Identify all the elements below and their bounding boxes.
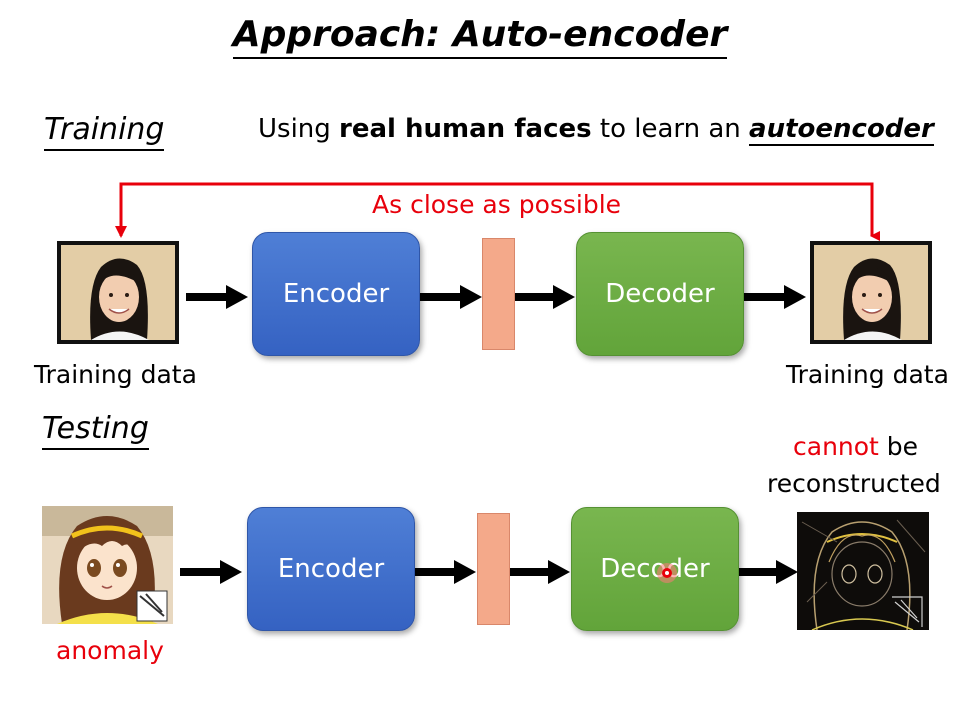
anomaly-image [42, 506, 173, 624]
edge-image [797, 512, 929, 630]
testing-decoder-label: Decoder [600, 554, 710, 584]
face-image [814, 245, 928, 340]
testing-encoder-block: Encoder [247, 507, 415, 631]
training-input-photo [57, 241, 179, 344]
training-decoder-block: Decoder [576, 232, 744, 356]
description-bold: real human faces [339, 114, 592, 144]
reconstruction-note-be: be [878, 432, 919, 461]
training-code-layer [482, 238, 515, 350]
training-input-caption: Training data [34, 360, 197, 389]
testing-label: Testing [42, 411, 149, 450]
reconstruction-note-line2: reconstructed [767, 469, 941, 498]
reconstruction-note-line1: cannot be [793, 432, 918, 461]
failed-reconstruction-image [797, 512, 929, 630]
description-middle: to learn an [591, 114, 750, 144]
reconstruction-note-cannot: cannot [793, 432, 879, 461]
description-prefix: Using [258, 114, 340, 144]
testing-decoder-block: Decoder [571, 507, 739, 631]
anime-face-image [42, 506, 173, 624]
training-description: Using real human faces to learn an autoe… [258, 114, 934, 146]
training-encoder-block: Encoder [252, 232, 420, 356]
testing-code-layer [477, 513, 510, 625]
face-image [61, 245, 175, 340]
training-label: Training [44, 112, 165, 151]
training-decoder-label: Decoder [605, 279, 715, 309]
slide-title: Approach: Auto-encoder [0, 14, 960, 59]
training-output-caption: Training data [786, 360, 949, 389]
training-encoder-label: Encoder [282, 279, 390, 309]
feedback-label: As close as possible [372, 190, 622, 219]
description-autoencoder: autoencoder [749, 114, 934, 146]
training-output-photo [810, 241, 932, 344]
anomaly-caption: anomaly [56, 636, 164, 665]
slide-title-text: Approach: Auto-encoder [232, 14, 728, 59]
laser-pointer-icon [657, 563, 677, 583]
testing-encoder-label: Encoder [277, 554, 385, 584]
